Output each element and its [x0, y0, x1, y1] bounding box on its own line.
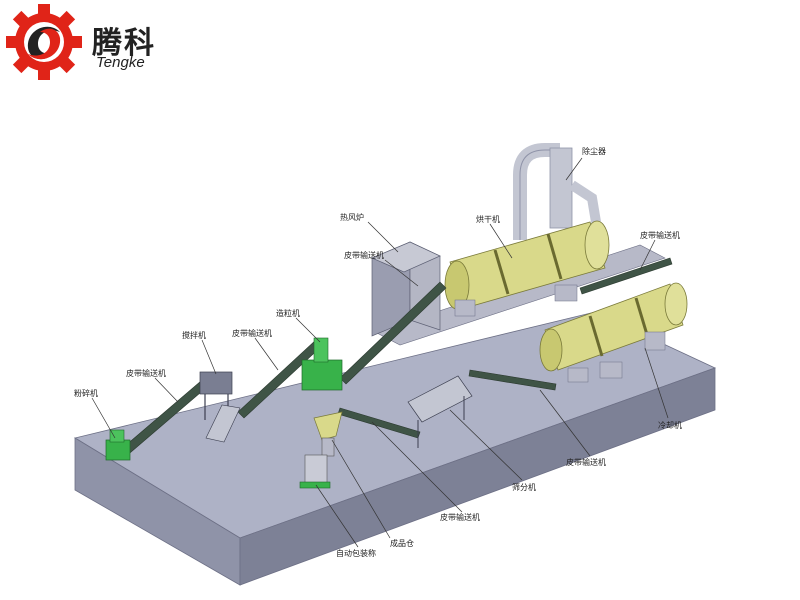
finished-bin-machine — [313, 411, 343, 457]
label-belt-conveyor-5: 皮带输送机 — [566, 457, 606, 467]
screener-machine — [407, 375, 473, 448]
label-belt-conveyor-1: 皮带输送机 — [126, 368, 166, 378]
label-auto-packer: 自动包装称 — [336, 548, 376, 558]
label-crusher: 粉碎机 — [74, 388, 98, 398]
brand-name-en: Tengke — [96, 54, 145, 71]
crusher-machine — [105, 429, 131, 461]
label-belt-conveyor-2: 皮带输送机 — [232, 328, 272, 338]
brand-logo: 腾科 Tengke — [0, 0, 180, 80]
belt-conveyors — [117, 257, 673, 459]
hot-air-stove — [371, 241, 441, 337]
dryer-cylinder — [444, 220, 610, 317]
label-dryer: 烘干机 — [476, 214, 500, 224]
label-cooler: 冷却机 — [658, 420, 682, 430]
label-belt-conveyor-6: 皮带输送机 — [440, 512, 480, 522]
gear-swirl-logo-icon — [6, 4, 82, 80]
label-dust-collector: 除尘器 — [582, 146, 606, 156]
dust-collector — [513, 143, 601, 240]
label-hot-air-stove: 热风炉 — [340, 212, 364, 222]
label-granulator: 造粒机 — [276, 308, 300, 318]
granulator-machine — [301, 337, 343, 391]
label-belt-conveyor-4: 皮带输送机 — [640, 230, 680, 240]
label-belt-conveyor-3: 皮带输送机 — [344, 250, 384, 260]
leader-lines — [91, 157, 669, 548]
label-finished-bin: 成品仓 — [390, 538, 414, 548]
machine-labels: 粉碎机 皮带输送机 搅拌机 皮带输送机 造粒机 热风炉 皮带输送机 烘干机 除尘… — [74, 146, 682, 558]
brand-name-cn: 腾科 — [92, 26, 156, 61]
auto-packer-machine — [299, 454, 331, 489]
label-screener: 筛分机 — [512, 482, 536, 492]
cooler-cylinder — [539, 282, 688, 383]
mixer-machine — [199, 371, 241, 443]
label-mixer: 搅拌机 — [182, 330, 206, 340]
